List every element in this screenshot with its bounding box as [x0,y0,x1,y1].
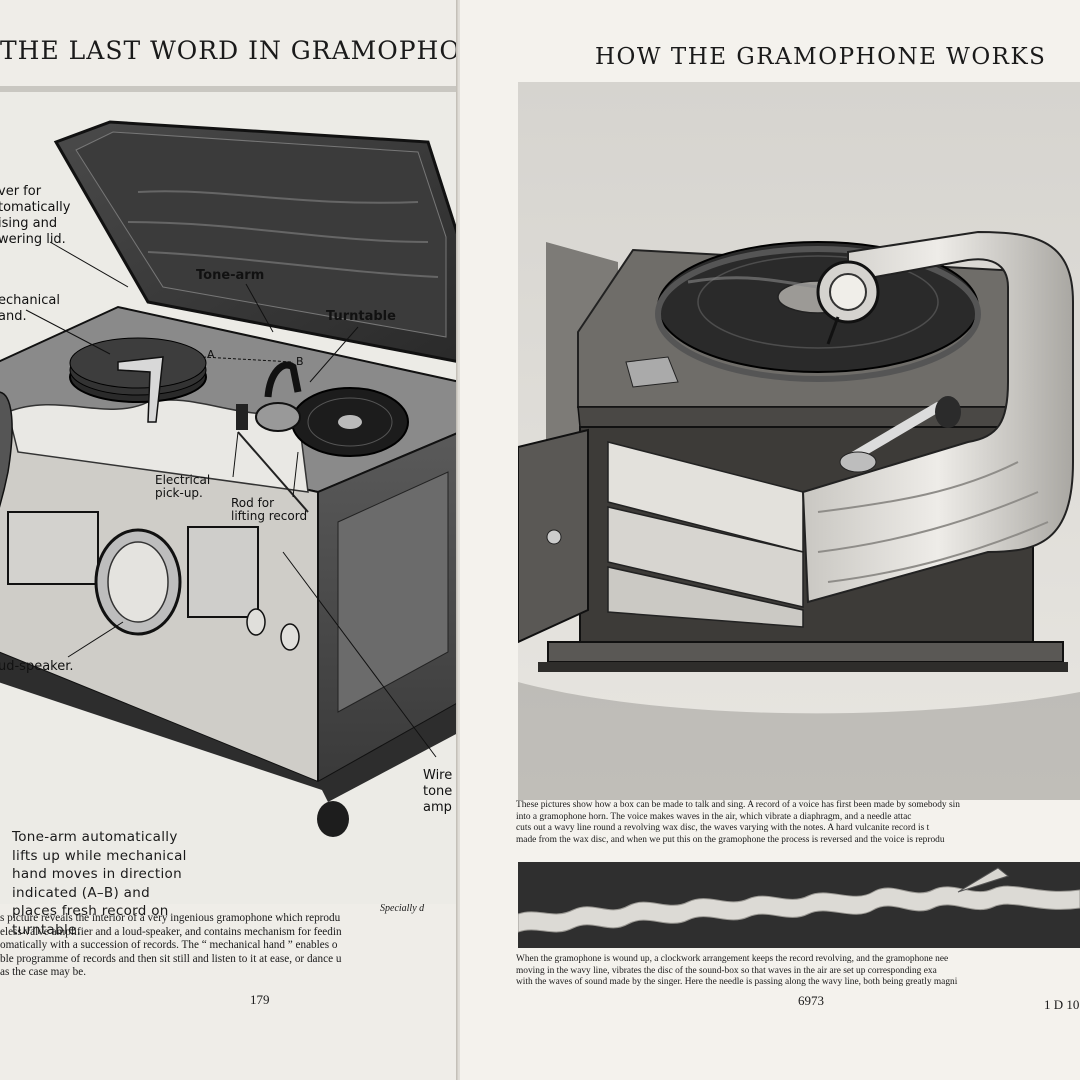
label-loud-speaker: ud-speaker. [0,659,74,674]
label-turntable: Turntable [326,309,396,324]
left-page-title: THE LAST WORD IN GRAMOPHO [0,36,458,65]
label-point-a: A [207,348,215,361]
left-page: THE LAST WORD IN GRAMOPHO [0,0,458,1080]
right-caption-second: When the gramophone is wound up, a clock… [516,954,958,987]
needle-groove-magnified [518,862,1080,948]
label-wires: Wire tone amp [423,768,453,815]
signature-mark: 1 D 10 [1044,997,1080,1012]
right-page: HOW THE GRAMOPHONE WORKS [460,0,1080,1080]
right-page-title: HOW THE GRAMOPHONE WORKS [595,44,1047,70]
gramophone-illustration [518,82,1080,800]
label-point-b: B [296,355,304,368]
label-rod-for-lifting-record: Rod for lifting record [231,496,308,523]
left-page-number: 179 [250,992,270,1007]
label-tone-arm: Tone-arm [196,268,265,283]
gramophone-cutaway-illustration: ver for tomatically ising and wering lid… [0,86,458,938]
right-page-number: 6973 [798,993,824,1008]
label-mechanical-hand: echanical and. [0,293,60,324]
left-caption: s picture reveals the interior of a very… [0,912,342,979]
left-credit: Specially d [380,903,425,914]
tone-arm-explanation: Tone-arm automatically lifts up while me… [12,829,187,938]
book-gutter [456,0,462,1080]
label-electrical-pickup: Electrical pick-up. [155,473,211,500]
right-caption: These pictures show how a box can be mad… [516,800,960,845]
label-lever-for-lid: ver for tomatically ising and wering lid… [0,184,71,247]
